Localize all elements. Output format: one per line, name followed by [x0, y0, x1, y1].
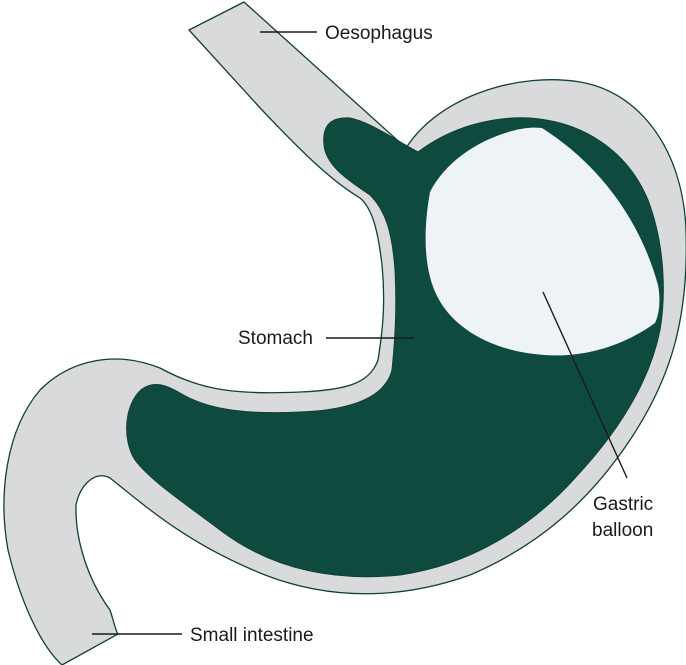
gastric-balloon — [425, 127, 660, 356]
oesophagus-label: Oesophagus — [325, 23, 433, 44]
gastric-balloon-leader-line — [542, 291, 628, 479]
gastric-balloon-label-line2: balloon — [592, 520, 653, 541]
stomach-label: Stomach — [238, 328, 313, 349]
small-intestine-label: Small intestine — [190, 625, 314, 646]
gastric-balloon-label-line1: Gastric — [593, 494, 653, 515]
